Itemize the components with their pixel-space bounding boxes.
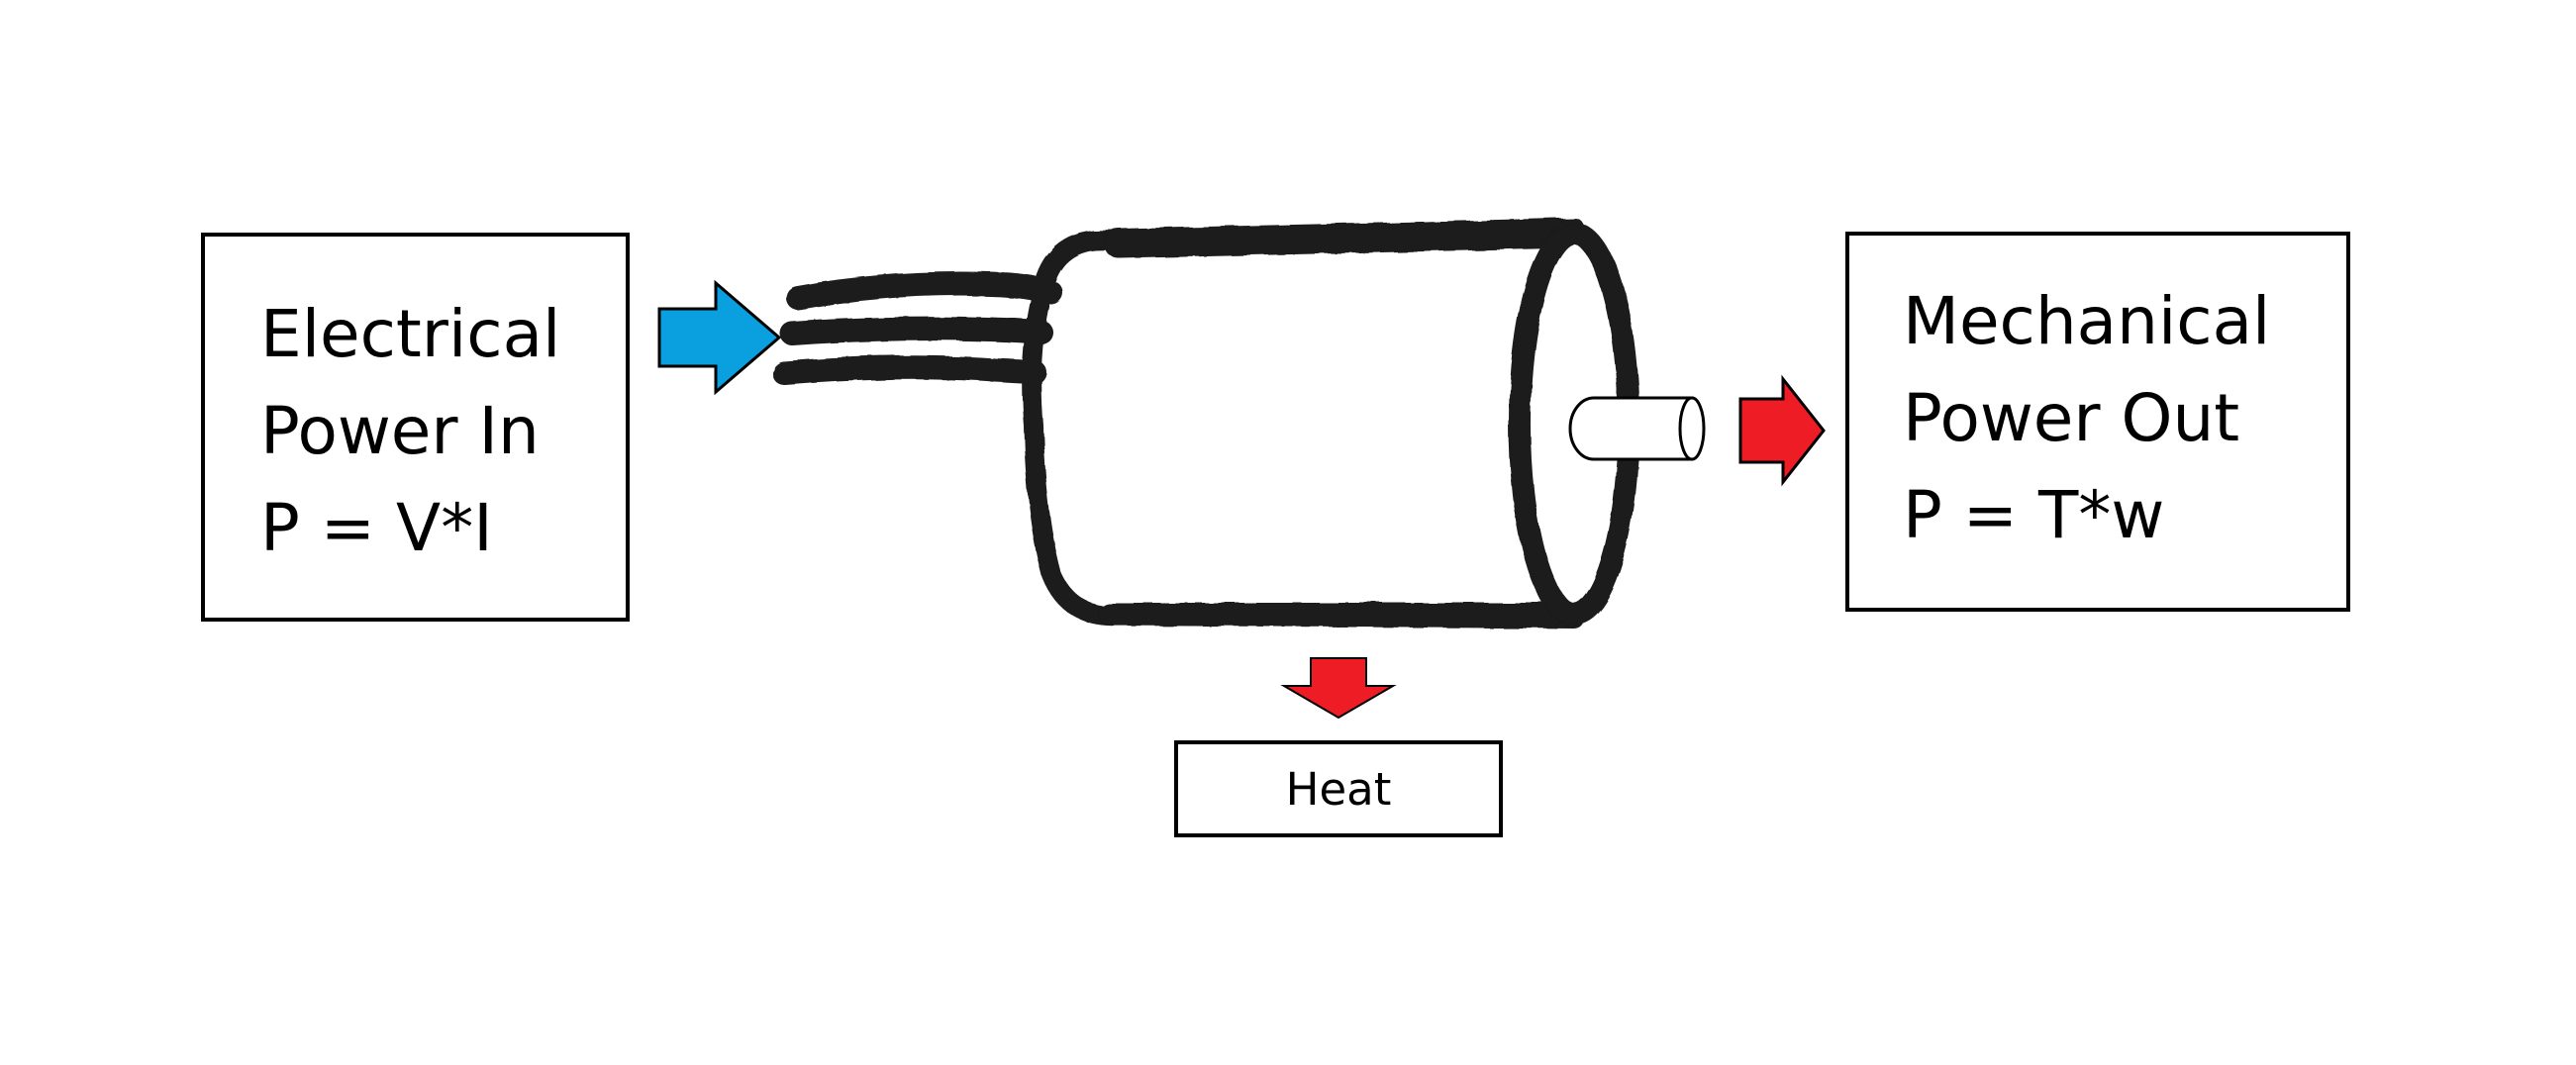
mechanical-power-out-box: Mechanical Power Out P = T*w [1845,232,2350,612]
input-arrow-icon [657,279,782,396]
heat-box: Heat [1174,740,1503,837]
output-arrow-icon [1738,374,1826,487]
output-line-1: Mechanical [1903,283,2271,359]
motor-body [1022,218,1584,629]
heat-label: Heat [1285,762,1392,816]
heat-arrow-icon [1280,657,1397,720]
motor-lead-wires [772,271,1063,385]
input-line-1: Electrical [260,296,561,372]
input-line-3: P = V*I [260,490,493,566]
output-line-3: P = T*w [1903,477,2165,553]
electrical-power-in-text: Electrical Power In P = V*I [260,286,560,577]
motor-shaft [1568,396,1706,461]
mechanical-power-out-text: Mechanical Power Out P = T*w [1903,273,2270,564]
electric-motor-icon [772,218,1639,629]
electrical-power-in-box: Electrical Power In P = V*I [201,233,630,622]
output-line-2: Power Out [1903,380,2240,456]
input-line-2: Power In [260,393,540,469]
